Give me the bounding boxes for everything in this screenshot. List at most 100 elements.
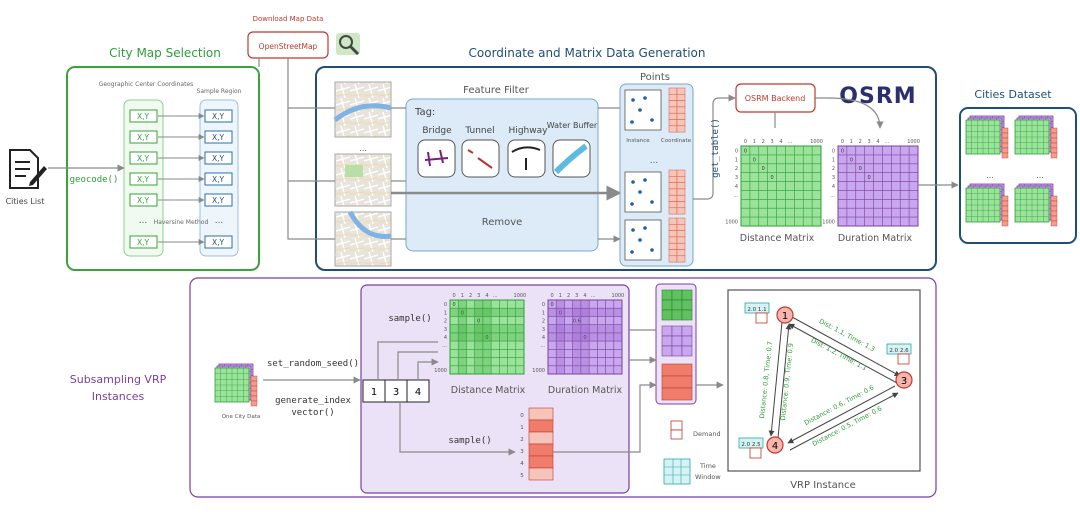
cities-list-label: Cities List [6,197,45,206]
cell-value: 0 [850,157,853,163]
tick-label: 0 [832,148,835,154]
tick-label: 2 [859,139,862,145]
xy-label: X,Y [212,154,225,163]
point [631,228,635,232]
sample-region-box [204,172,233,186]
sample-label: sample() [388,314,431,324]
coordinate-label: Coordinate [661,138,692,144]
coordinate-cell [676,119,686,127]
point [630,202,634,206]
center-coordinate-box [129,193,158,207]
one-city-data-icon [214,363,258,407]
coordinate-cell [676,255,686,263]
window-label: Window [695,473,721,481]
ellipsis: ... [139,216,148,226]
tick-label: 1000 [532,368,545,374]
tunnel-icon [461,139,500,178]
feature-filter-title: Feature Filter [463,85,530,96]
xy-label: X,Y [212,238,225,247]
sample-region-box [204,151,233,165]
sampled-distance-cell [661,309,673,321]
tick-label: 3 [735,175,738,181]
sampled-distance-cell [681,289,693,301]
selected-column [474,300,483,374]
demand-row-label: 4 [520,461,524,467]
tick-label: 3 [771,139,774,145]
distance-matrix-label: Distance Matrix [740,233,815,244]
subsampling-title-line2: Instances [92,390,145,403]
tick-label: ... [733,193,738,199]
tick-label: 2 [542,319,545,325]
tick-label: 1000 [612,293,625,299]
center-coordinate-box [129,235,158,249]
index-vector: 1 3 4 [362,379,430,403]
tick-label: 3 [832,175,835,181]
tick-label: 0 [735,148,738,154]
coordinate-cell [668,119,678,127]
index-value: 4 [415,387,421,398]
tick-label: 2 [762,139,765,145]
center-coordinate-box [129,151,158,165]
cities-dataset-title: Cities Dataset [974,88,1052,101]
coordinate-cell [676,207,686,215]
tick-label: ... [884,139,889,145]
instance-box [624,89,662,131]
coordinate-cell [676,236,686,244]
sample-region-box [204,109,233,123]
osrm-logo-icon: OSRM [839,84,916,109]
city-data-stack [1014,115,1058,159]
tag-tunnel: Tunnel [464,126,494,136]
tick-label: 1 [735,157,738,163]
city-panel-title: City Map Selection [109,46,221,60]
tick-label: 1000 [810,139,823,145]
sampled-distance-cell [671,289,683,301]
xy-label: X,Y [137,175,150,184]
coordinate-cell [668,194,678,202]
tick-label: 1000 [725,220,738,226]
tag-bridge: Bridge [422,126,452,136]
legend-time-window: Time Window [663,458,721,485]
tag-water-buffer: Water Buffer [547,121,598,130]
selected-row [450,324,524,333]
xy-label: X,Y [212,196,225,205]
map-thumbnail [334,81,392,138]
vrp-node [895,371,913,389]
ellipsis: ... [215,216,224,226]
cell-value: 0 [485,335,488,341]
points-panel: Points Instance Coordinate ... [619,72,694,267]
selected-column [556,300,565,374]
point [638,190,642,194]
coordinate-cell [668,201,678,209]
geo-center-label: Geographic Center Coordinates [99,81,194,88]
cell-value: 0 [744,148,747,154]
sampled-distance-cell [661,299,673,311]
tick-label: 1000 [514,293,527,299]
coordinate-cell [668,188,678,196]
tick-label: ... [591,293,596,299]
tick-label: 4 [876,139,879,145]
coordinate-cell [676,188,686,196]
tick-label: 1 [850,139,853,145]
sampled-result [655,283,697,405]
node-4-info: 2.0 2.5 [738,437,764,459]
sampled-duration-cell [671,345,683,357]
tick-label: 4 [485,293,488,299]
point [638,238,642,242]
cell-value: 0 [453,302,456,308]
cities-list: Cities List geocode() [6,149,125,206]
coordinate-cell [668,242,678,250]
demand-cell [528,419,554,433]
tick-label: 4 [832,184,835,190]
sampled-duration-cell [671,335,683,347]
coordinate-cell [668,112,678,120]
tick-label: 1 [753,139,756,145]
coordinate-cell [676,87,686,95]
node-3-info: 2.0 2.6 [886,343,912,365]
points-title: Points [640,72,670,83]
selected-row [450,332,524,342]
coordinate-cell [668,182,678,190]
point [638,108,642,112]
point [643,178,647,182]
